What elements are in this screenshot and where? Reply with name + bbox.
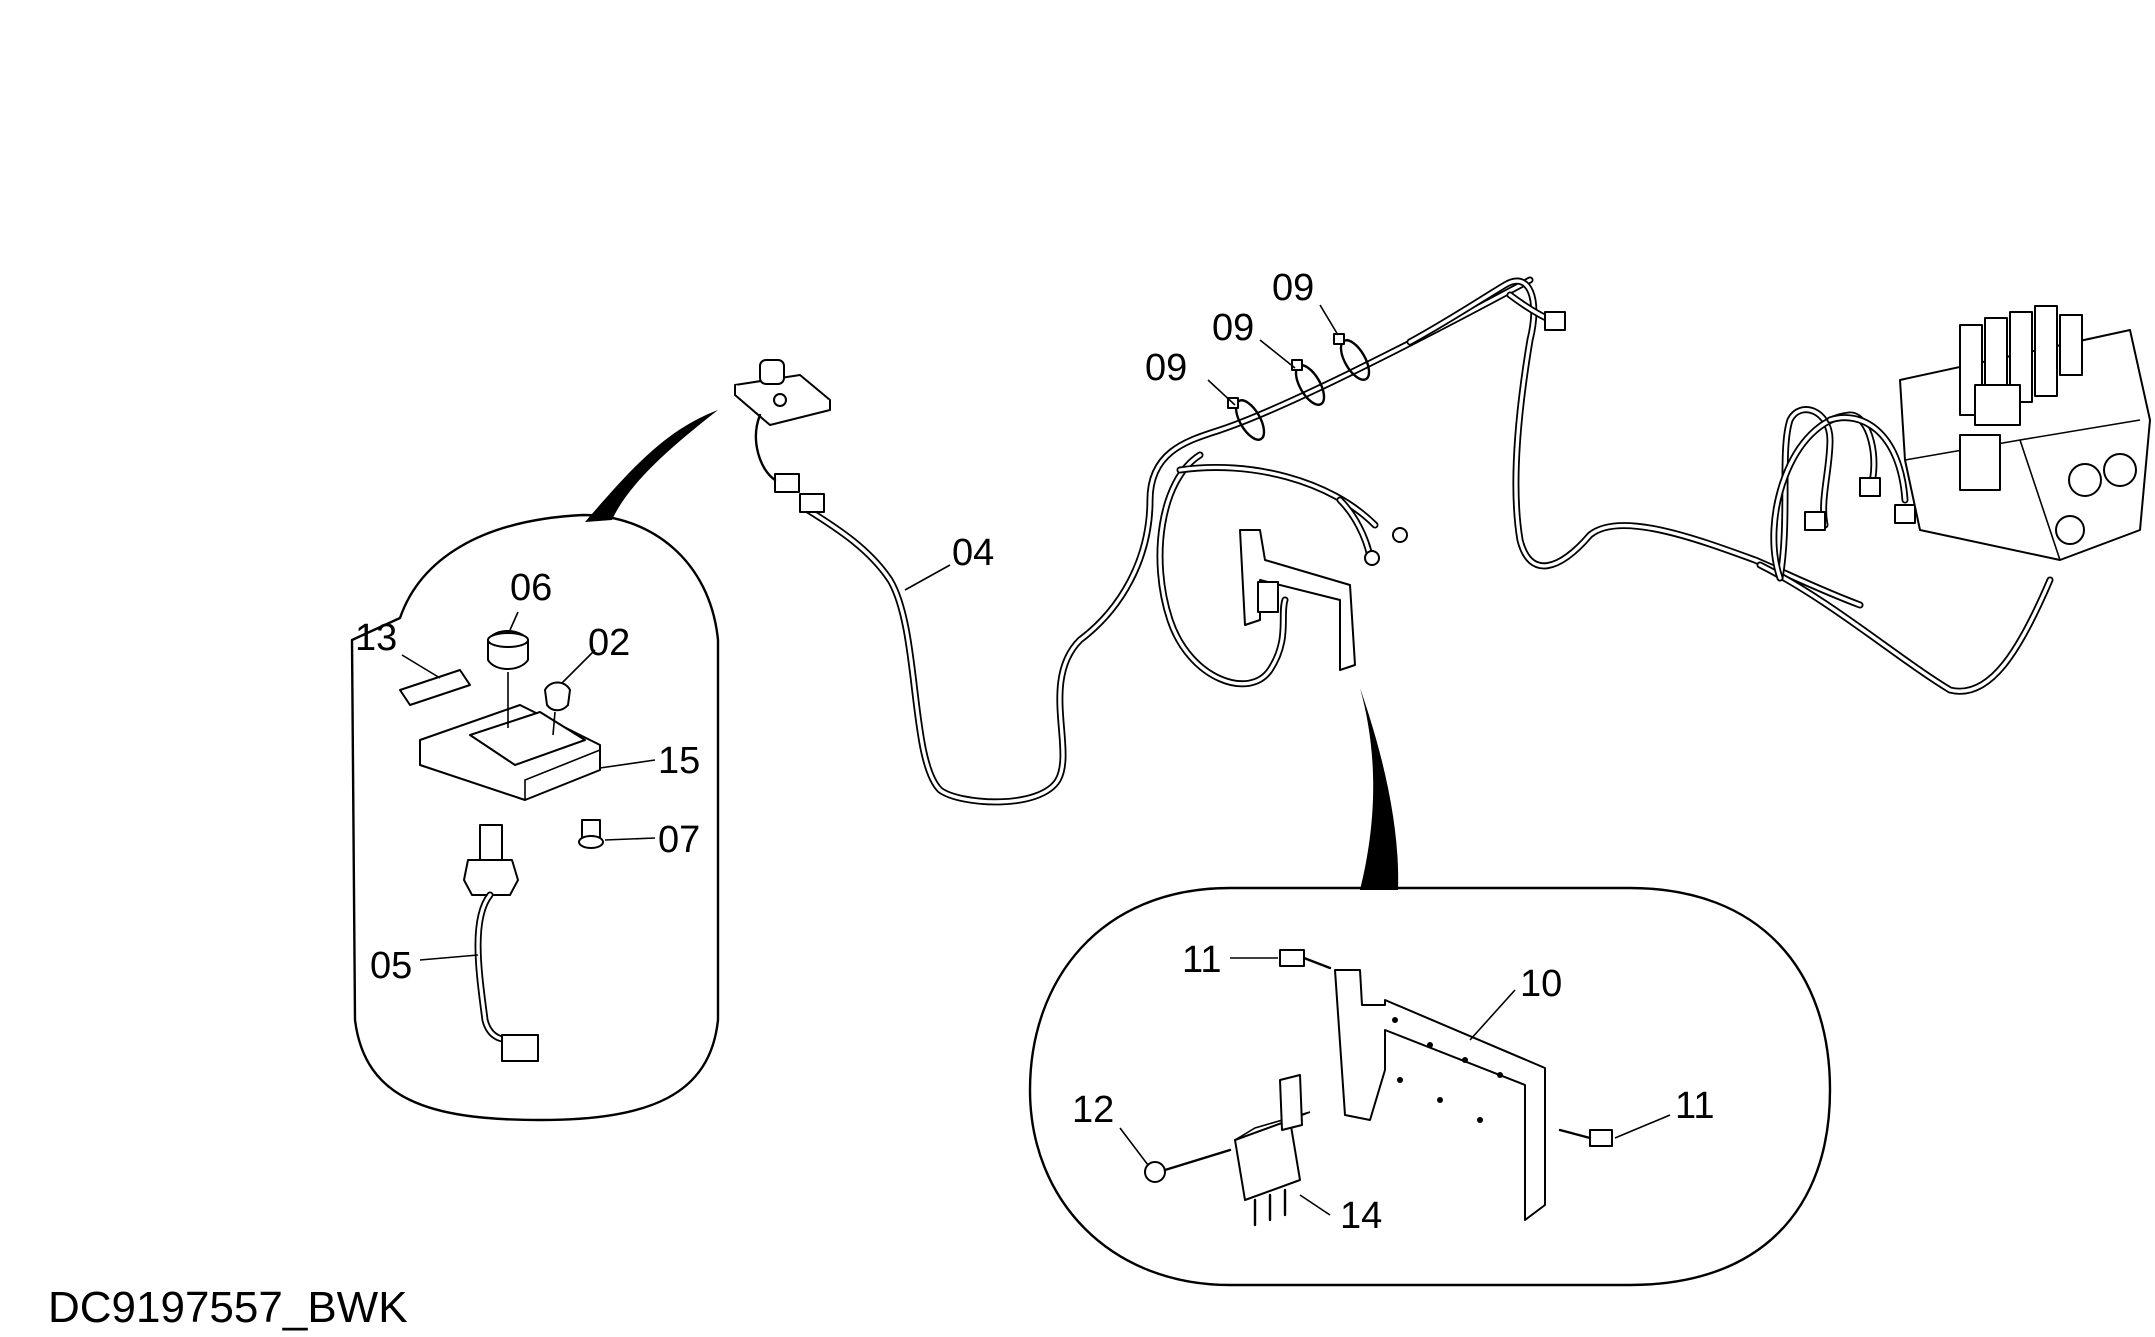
callout-tie-3: 09 (1272, 267, 1314, 309)
callout-bolt-top: 11 (1182, 939, 1221, 981)
detail-b-contents (1119, 949, 1671, 1227)
detail-pointer-a (585, 410, 718, 522)
callout-plug: 02 (588, 622, 630, 664)
harness-04 (774, 276, 2054, 806)
switch-main-view (734, 359, 831, 482)
control-valve (1899, 305, 2151, 561)
detail-pointer-b (1360, 688, 1399, 890)
bracket-main-view (1239, 529, 1356, 671)
callout-bracket: 10 (1520, 963, 1562, 1005)
callout-tie-2: 09 (1212, 307, 1254, 349)
callout-relay: 14 (1340, 1195, 1382, 1237)
detail-bubble-switch (350, 410, 720, 1122)
callout-bolt-right: 11 (1675, 1085, 1714, 1127)
callout-tie-1: 09 (1145, 347, 1187, 389)
cable-ties-09 (1227, 333, 1371, 441)
callout-screw: 07 (658, 819, 700, 861)
callout-decal: 13 (355, 617, 397, 659)
callout-knob: 06 (510, 567, 552, 609)
callout-sensor-harness: 05 (370, 945, 412, 987)
detail-a-contents (399, 611, 656, 1062)
detail-bubble-bracket (1028, 688, 1832, 1287)
callout-switch-box: 15 (658, 740, 700, 782)
drawing-id: DC9197557_BWK (48, 1283, 408, 1332)
callout-screw-left: 12 (1072, 1089, 1114, 1131)
callout-harness: 04 (952, 532, 994, 574)
